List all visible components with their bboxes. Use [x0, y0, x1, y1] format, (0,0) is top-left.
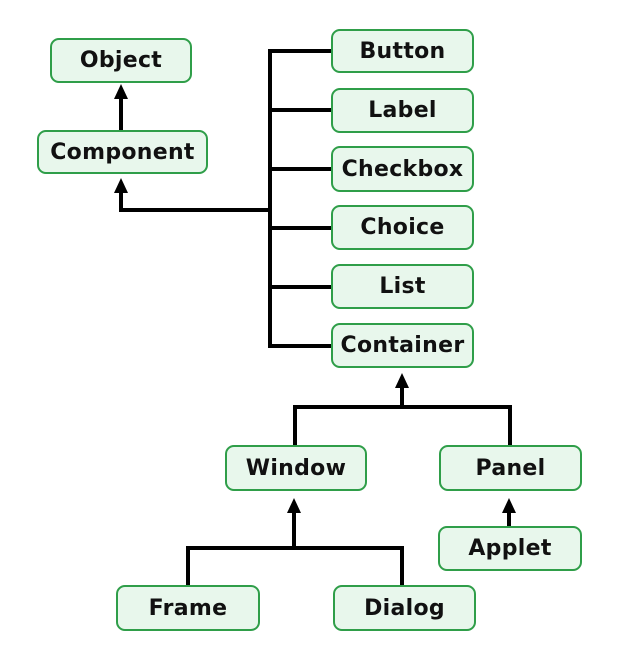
node-checkbox: Checkbox	[331, 146, 474, 192]
node-choice-label: Choice	[360, 215, 445, 240]
node-object-label: Object	[79, 48, 163, 73]
node-panel-label: Panel	[475, 455, 546, 481]
node-label-label: Label	[368, 98, 437, 123]
node-list-label: List	[379, 274, 426, 299]
edge-spine-component-line	[119, 190, 272, 212]
node-button: Button	[331, 29, 474, 73]
edge-applet-panel-arrowhead	[502, 498, 516, 513]
node-window-label: Window	[245, 455, 347, 481]
node-choice: Choice	[331, 205, 474, 250]
edge-component-object-arrowhead	[114, 84, 128, 99]
node-component-label: Component	[50, 139, 195, 165]
node-applet: Applet	[438, 526, 582, 571]
node-dialog: Dialog	[333, 585, 476, 631]
edge-branch-container-arrowhead	[395, 373, 409, 388]
window-children-branch	[186, 546, 404, 587]
node-panel: Panel	[439, 445, 582, 491]
node-component: Component	[37, 130, 208, 174]
node-container-label: Container	[340, 333, 465, 358]
node-container: Container	[331, 323, 474, 368]
node-frame: Frame	[116, 585, 260, 631]
node-applet-label: Applet	[468, 536, 552, 561]
node-checkbox-label: Checkbox	[341, 156, 464, 182]
container-children-branch	[293, 405, 512, 447]
node-dialog-label: Dialog	[364, 595, 445, 621]
node-button-label: Button	[359, 38, 446, 64]
edge-spine-component-arrowhead	[114, 178, 128, 193]
node-window: Window	[225, 445, 367, 491]
node-label: Label	[331, 88, 474, 133]
node-list: List	[331, 264, 474, 309]
node-object: Object	[50, 38, 192, 83]
edge-branch-window-arrowhead	[287, 498, 301, 513]
node-frame-label: Frame	[148, 595, 228, 621]
